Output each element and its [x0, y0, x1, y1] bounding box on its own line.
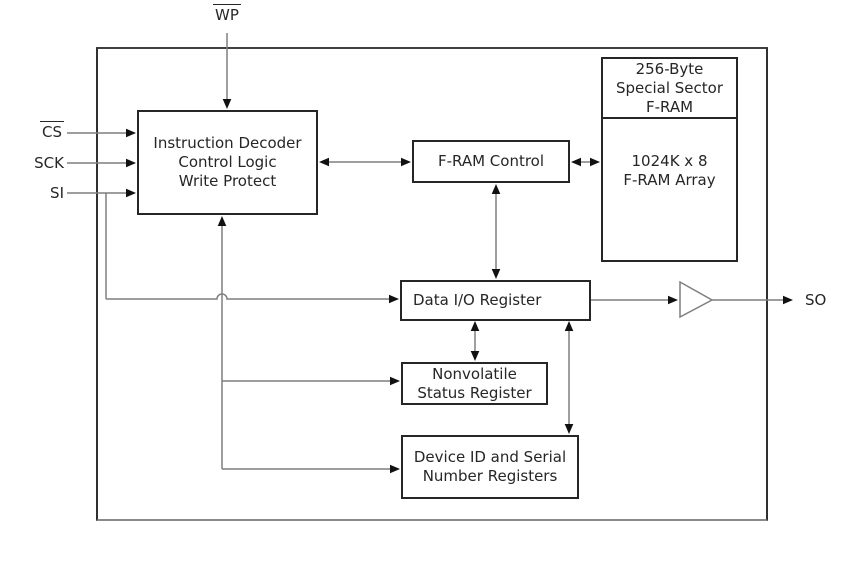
block-instruction-decoder: Instruction Decoder Control Logic Write …: [137, 110, 318, 215]
block-fram-control: F-RAM Control: [412, 140, 570, 183]
block-label-line: Device ID and Serial: [413, 448, 567, 466]
block-label-line: Write Protect: [178, 172, 277, 190]
block-label-line: F-RAM Array: [623, 171, 716, 189]
cs-overline-text: CS: [40, 121, 64, 141]
block-label-line: Special Sector: [615, 78, 724, 97]
signal-label-cs: CS: [16, 121, 64, 141]
block-label-line: Number Registers: [422, 467, 558, 485]
signal-label-sck: SCK: [34, 154, 64, 172]
signal-label-so: SO: [805, 291, 827, 309]
block-device-id-registers: Device ID and Serial Number Registers: [401, 435, 579, 499]
block-label-line: F-RAM: [645, 97, 694, 116]
block-label-line: F-RAM Control: [437, 152, 545, 170]
block-fram-array: 1024K x 8 F-RAM Array: [601, 119, 738, 262]
chip-boundary: [96, 47, 768, 521]
block-nonvolatile-status-register: Nonvolatile Status Register: [401, 362, 548, 405]
block-data-io-register: Data I/O Register: [400, 280, 591, 321]
block-label-line: 1024K x 8: [631, 152, 708, 170]
block-special-sector-fram: 256-Byte Special Sector F-RAM: [601, 57, 738, 119]
block-label-line: 256-Byte: [635, 59, 704, 78]
wp-overline-text: WP: [213, 4, 241, 24]
so-arrowhead-right: [783, 295, 793, 305]
block-label-line: Status Register: [417, 383, 532, 402]
block-label-line: Control Logic: [178, 153, 277, 171]
signal-label-si: SI: [50, 184, 64, 202]
block-label-line: Data I/O Register: [413, 291, 542, 309]
signal-label-wp: WP: [202, 4, 252, 24]
block-label-line: Nonvolatile: [432, 364, 517, 383]
block-label-line: Instruction Decoder: [153, 134, 302, 152]
